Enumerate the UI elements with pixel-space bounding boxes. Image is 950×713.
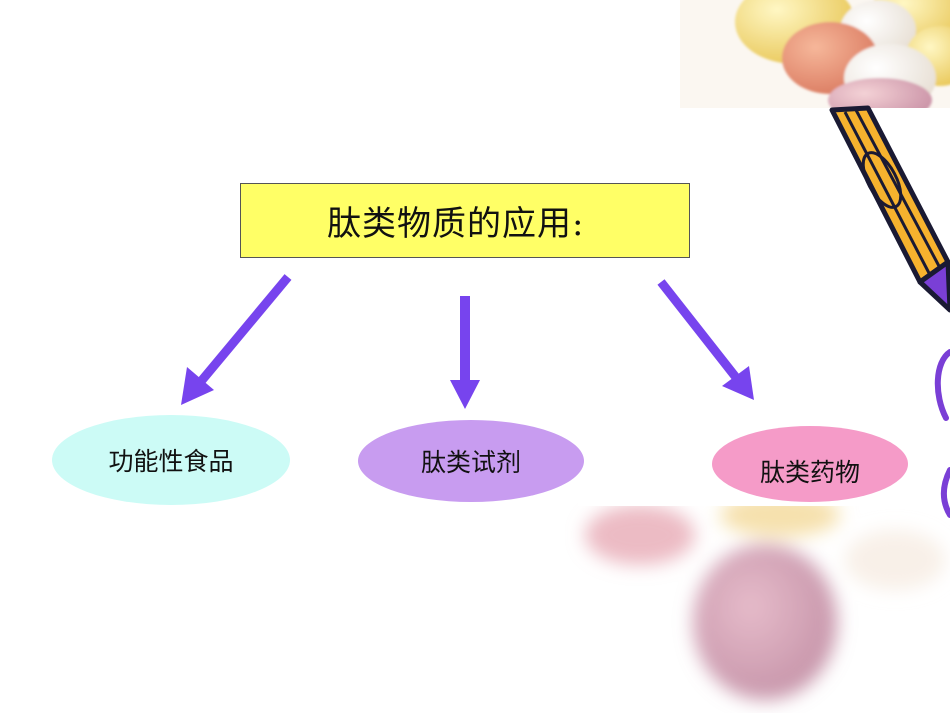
- diagram-title: 肽类物质的应用:: [327, 204, 585, 244]
- node-label: 肽类试剂: [420, 448, 521, 477]
- arrow-middle: [450, 296, 480, 409]
- node-functional-food: 功能性食品: [52, 415, 290, 505]
- node-label: 功能性食品: [108, 447, 234, 476]
- arrow-right: [657, 279, 754, 400]
- node-peptide-drug: 肽类药物: [712, 426, 908, 502]
- arrow-left: [181, 274, 292, 405]
- title-box: 肽类物质的应用:: [240, 183, 690, 258]
- node-label: 肽类药物: [759, 458, 860, 487]
- node-peptide-reagent: 肽类试剂: [358, 420, 584, 502]
